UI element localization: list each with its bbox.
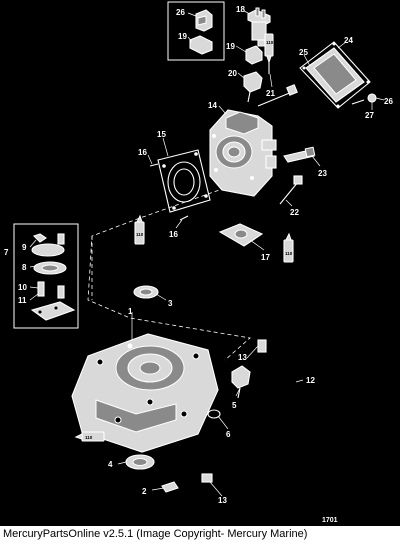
part-22-bolt [279, 175, 303, 205]
callout-24: 24 [344, 36, 353, 45]
part-3-seal [133, 285, 159, 299]
image-caption: MercuryPartsOnline v2.5.1 (Image Copyrig… [3, 528, 308, 540]
part-23-plug [283, 146, 316, 163]
part-20-sensor-plug [243, 71, 263, 103]
callout-26: 26 [384, 97, 393, 106]
part-13-fitting-upper [257, 339, 267, 353]
leader-lines [29, 10, 385, 497]
long-bolt-upper [257, 84, 298, 107]
callout-20: 20 [228, 69, 237, 78]
callout-5: 5 [232, 401, 237, 410]
callout-23: 23 [318, 169, 327, 178]
callout-19: 19 [226, 42, 235, 51]
part-6-o-ring [207, 409, 221, 419]
inset-box-top [167, 1, 225, 61]
part-2-fitting [161, 481, 179, 493]
callout-12: 12 [306, 376, 315, 385]
assembly-guide-lines [87, 187, 251, 361]
part-15-gasket [157, 149, 211, 213]
sealant-tube-center: 110 [134, 214, 145, 245]
svg-text:110: 110 [285, 251, 293, 256]
callout-10: 10 [18, 283, 27, 292]
callout-15: 15 [157, 130, 166, 139]
callout-16-lower: 16 [169, 230, 178, 239]
sealant-tube-upper: 110 [264, 33, 274, 74]
part-14-valve-housing [209, 109, 277, 197]
callout-25: 25 [299, 48, 308, 57]
callout-labels: 26 19 18 19 20 21 24 25 26 27 14 15 16 1… [4, 5, 393, 505]
part-5-valve [231, 365, 251, 399]
callout-11: 11 [18, 296, 27, 305]
callout-3: 3 [168, 299, 173, 308]
part-26-27-screw [351, 93, 377, 105]
callout-7: 7 [4, 248, 9, 257]
callout-9: 9 [22, 243, 27, 252]
sealant-tube-lower: 110 [74, 431, 105, 442]
exploded-parts-diagram: 1 10 [0, 0, 400, 526]
callout-19-inset: 19 [178, 32, 187, 41]
inset-box-left [13, 223, 79, 329]
sealant-tube-right: 110 [283, 232, 294, 263]
callout-16-upper: 16 [138, 148, 147, 157]
part-16-screws [149, 163, 189, 221]
callout-14: 14 [208, 101, 217, 110]
part-4-seal [125, 454, 155, 470]
part-12-hose [207, 345, 299, 481]
callout-17: 17 [261, 253, 270, 262]
drawing-number: 1701 [322, 517, 338, 524]
callout-8: 8 [22, 263, 27, 272]
callout-13-upper: 13 [238, 353, 247, 362]
callout-28: 26 [176, 8, 185, 17]
callout-18: 18 [236, 5, 245, 14]
part-13-fitting-lower [201, 473, 213, 483]
part-17-plate [218, 223, 264, 247]
svg-text:110: 110 [85, 435, 93, 440]
svg-text:110: 110 [266, 40, 274, 45]
callout-22: 22 [290, 208, 299, 217]
callout-13-lower: 13 [218, 496, 227, 505]
callout-6: 6 [226, 430, 231, 439]
callout-21: 21 [266, 89, 275, 98]
part-19-bracket [245, 45, 263, 65]
part-12-hose-core [207, 345, 300, 481]
part-24-25-cover-plates [299, 41, 371, 109]
callout-4: 4 [108, 460, 113, 469]
callout-2: 2 [142, 487, 147, 496]
callout-27: 27 [365, 111, 374, 120]
part-1-cylinder-block [71, 333, 219, 453]
callout-1: 1 [128, 307, 133, 316]
svg-text:110: 110 [136, 232, 144, 237]
